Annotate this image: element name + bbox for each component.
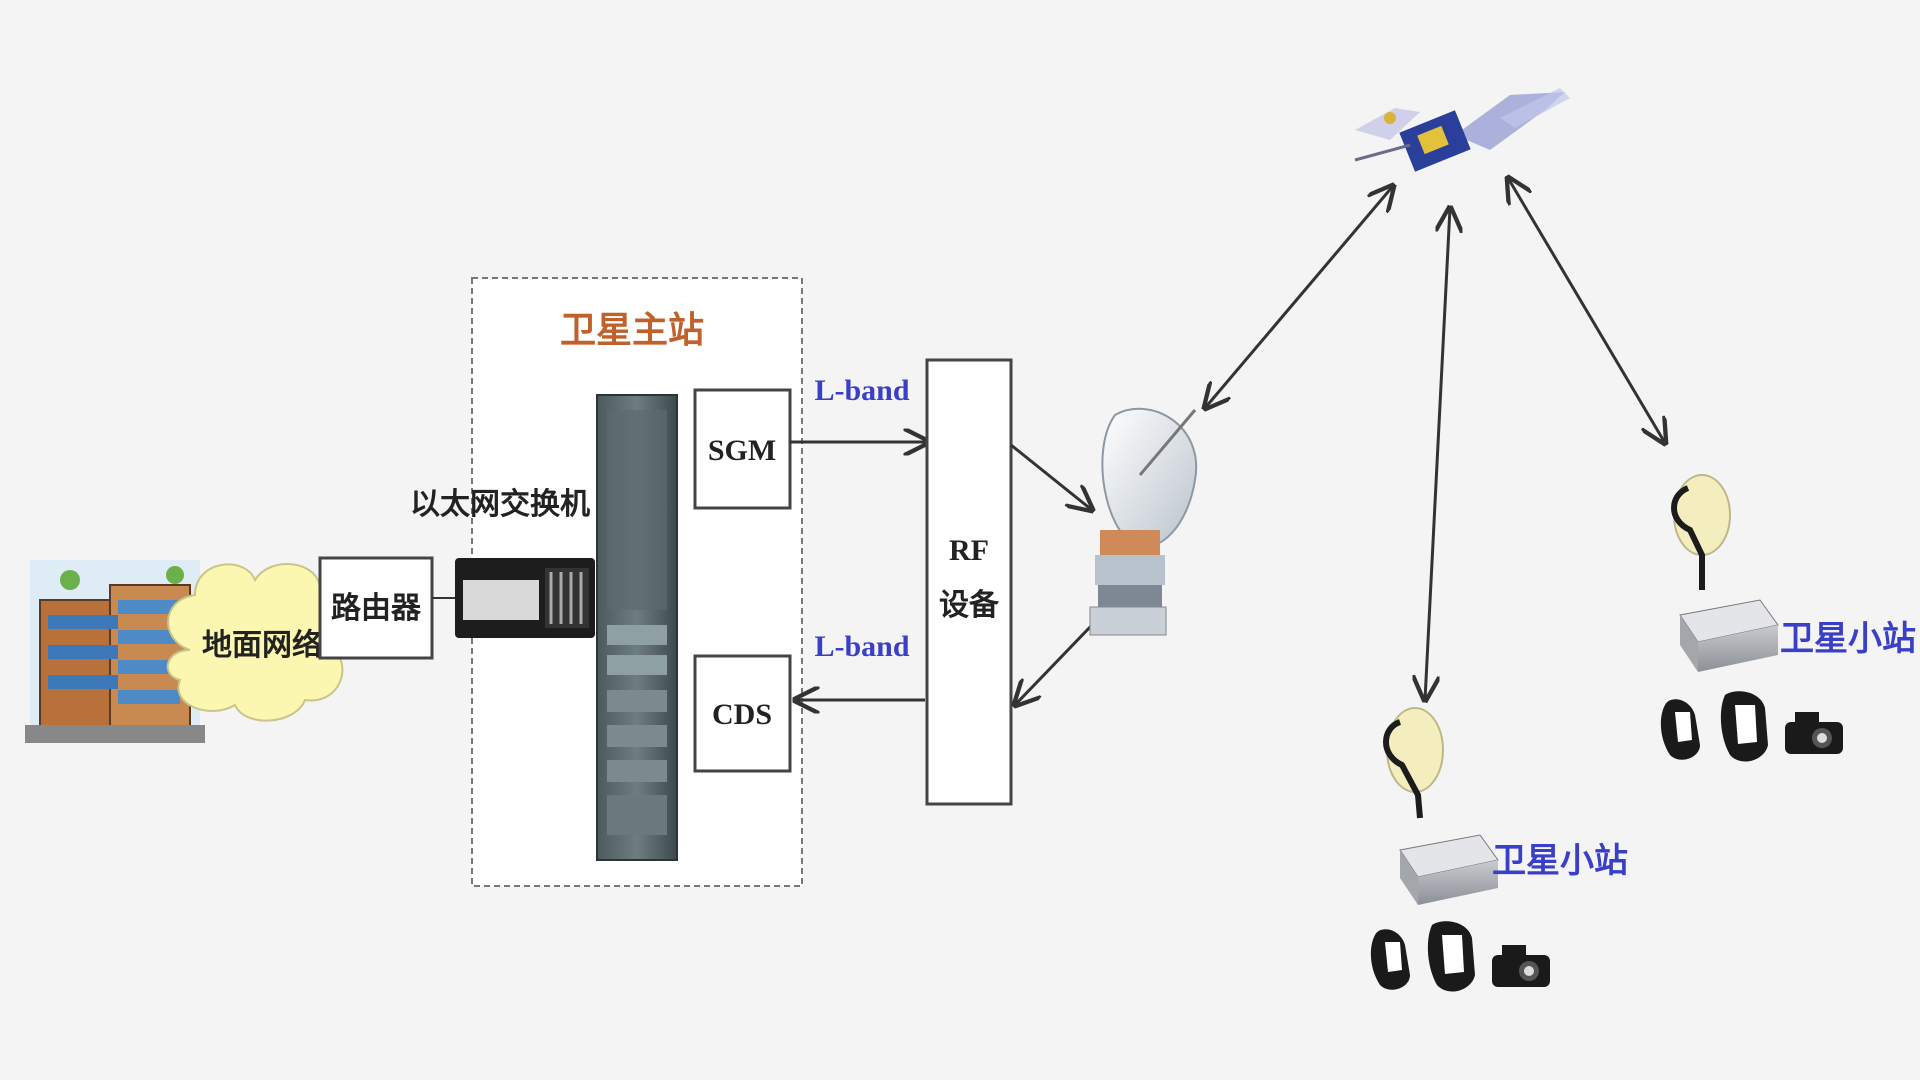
dish-to-rf-arrow [1015, 623, 1094, 705]
cds-label: CDS [712, 698, 772, 731]
small-station-2-label: 卫星小站 [1780, 619, 1916, 659]
phone-icon [1427, 921, 1475, 992]
server-rack-icon [596, 394, 678, 861]
rf-equipment-box [925, 358, 1013, 806]
lband-top-label: L-band [814, 374, 909, 407]
lband-bottom-label: L-band [814, 630, 909, 663]
sgm-box [693, 388, 792, 510]
phone-icon [1720, 691, 1768, 762]
small-station-1-satellite-link [1425, 208, 1450, 700]
building-icon [25, 560, 205, 743]
rf-label-line2: 设备 [939, 588, 1000, 623]
ethernet-switch-label: 以太网交换机 [410, 487, 590, 522]
sgm-label: SGM [708, 434, 776, 467]
camera-icon [1492, 945, 1550, 987]
modem-icon [1679, 599, 1779, 672]
small-station-1-label: 卫星小站 [1492, 841, 1628, 881]
vsat-dish-icon [1671, 474, 1731, 590]
vsat-dish-icon [1383, 707, 1444, 819]
dish-satellite-link [1205, 186, 1393, 408]
small-station-2-satellite-link [1508, 178, 1665, 443]
phone-icon [1660, 699, 1700, 760]
modem-icon [1399, 834, 1499, 905]
camera-icon [1785, 712, 1843, 754]
router-box [318, 556, 434, 660]
satellite-icon [1354, 88, 1570, 172]
master-station-title: 卫星主站 [560, 309, 704, 351]
rf-label-line1: RF [949, 534, 989, 567]
rf-to-dish-arrow [1010, 443, 1092, 510]
ground-network-label: 地面网络 [202, 628, 322, 663]
router-label: 路由器 [331, 591, 422, 626]
ethernet-switch-icon [455, 558, 595, 638]
satellite-dish-icon [1089, 407, 1198, 636]
cds-box [693, 654, 792, 773]
phone-icon [1370, 929, 1410, 990]
